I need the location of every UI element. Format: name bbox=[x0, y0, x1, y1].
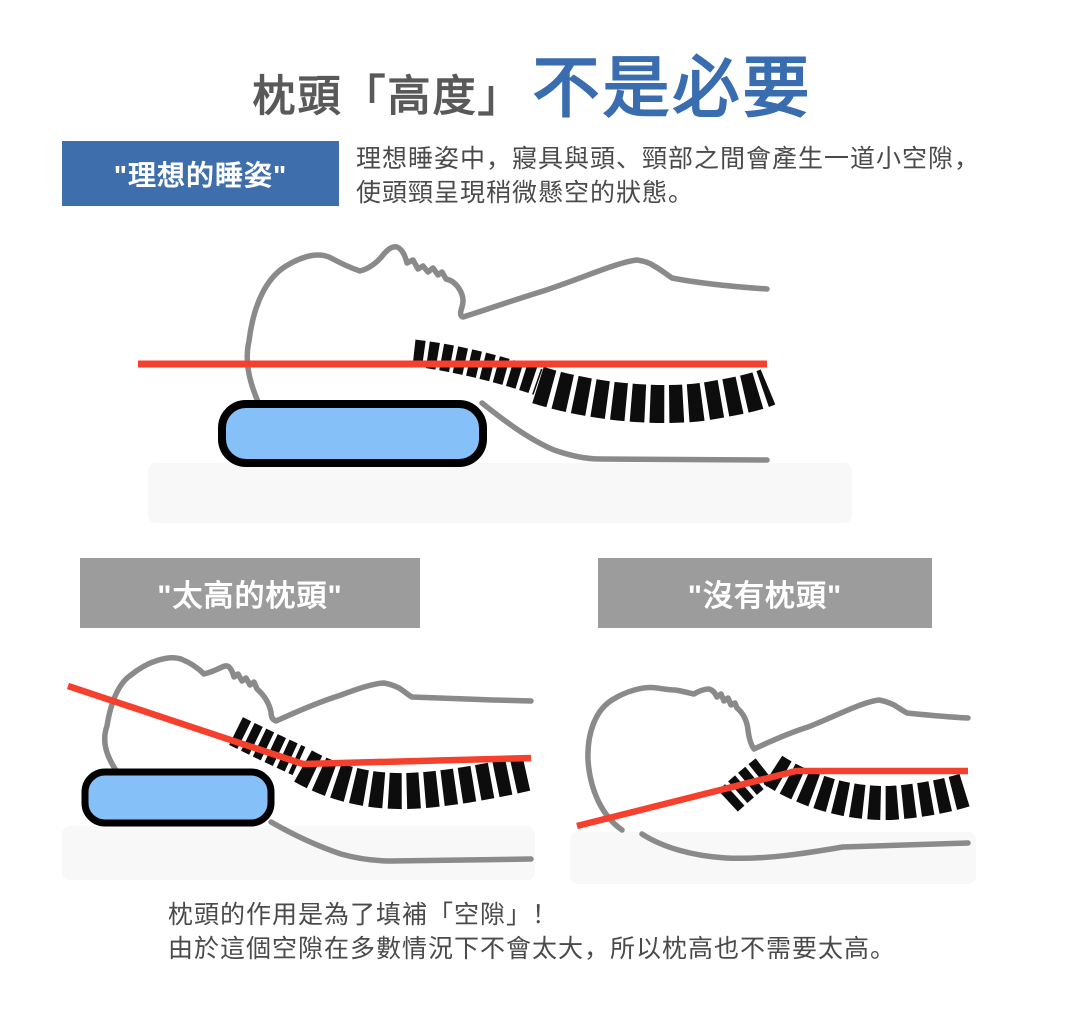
alignment-line bbox=[66, 682, 532, 768]
thoracic-spine-shape bbox=[763, 755, 974, 821]
cervical-spine-shape bbox=[229, 717, 306, 776]
body-outline bbox=[102, 655, 534, 775]
page-title: 枕頭「高度」 不是必要 bbox=[0, 34, 1065, 131]
back-outline bbox=[479, 400, 770, 463]
mattress-shape bbox=[148, 463, 852, 523]
no-pillow-diagram bbox=[570, 684, 976, 884]
body-outline bbox=[244, 244, 770, 414]
thoracic-spine-shape bbox=[294, 750, 535, 810]
pillow-shape bbox=[218, 400, 487, 467]
ideal-desc-line2: 使頭頸呈現稍微懸空的狀態。 bbox=[356, 179, 695, 207]
title-emphasis: 不是必要 bbox=[532, 51, 813, 126]
ideal-posture-diagram bbox=[138, 244, 852, 523]
back-outline bbox=[268, 819, 534, 864]
too-high-pillow-diagram bbox=[62, 655, 535, 880]
title-prefix: 枕頭「高度」 bbox=[252, 73, 523, 121]
back-outline bbox=[639, 831, 971, 862]
body-outline bbox=[585, 684, 971, 833]
thoracic-spine-shape bbox=[532, 366, 776, 424]
alignment-line bbox=[576, 767, 968, 830]
conclusion-line1: 枕頭的作用是為了填補「空隙」！ bbox=[168, 901, 559, 929]
ideal-posture-description: 理想睡姿中，寢具與頭、頸部之間會產生一道小空隙， 使頭頸呈現稍微懸空的狀態。 bbox=[356, 142, 1056, 210]
caption-no-pillow: "沒有枕頭" bbox=[598, 558, 932, 628]
caption-too-high-pillow: "太高的枕頭" bbox=[80, 558, 420, 628]
mattress-shape bbox=[62, 826, 535, 880]
conclusion-line2: 由於這個空隙在多數情況下不會太大，所以枕高也不需要太高。 bbox=[168, 935, 897, 963]
ideal-desc-line1: 理想睡姿中，寢具與頭、頸部之間會產生一道小空隙， bbox=[356, 145, 981, 173]
ideal-posture-label: "理想的睡姿" bbox=[62, 141, 339, 206]
conclusion-text: 枕頭的作用是為了填補「空隙」！ 由於這個空隙在多數情況下不會太大，所以枕高也不需… bbox=[168, 898, 1028, 966]
pillow-shape bbox=[81, 768, 275, 827]
